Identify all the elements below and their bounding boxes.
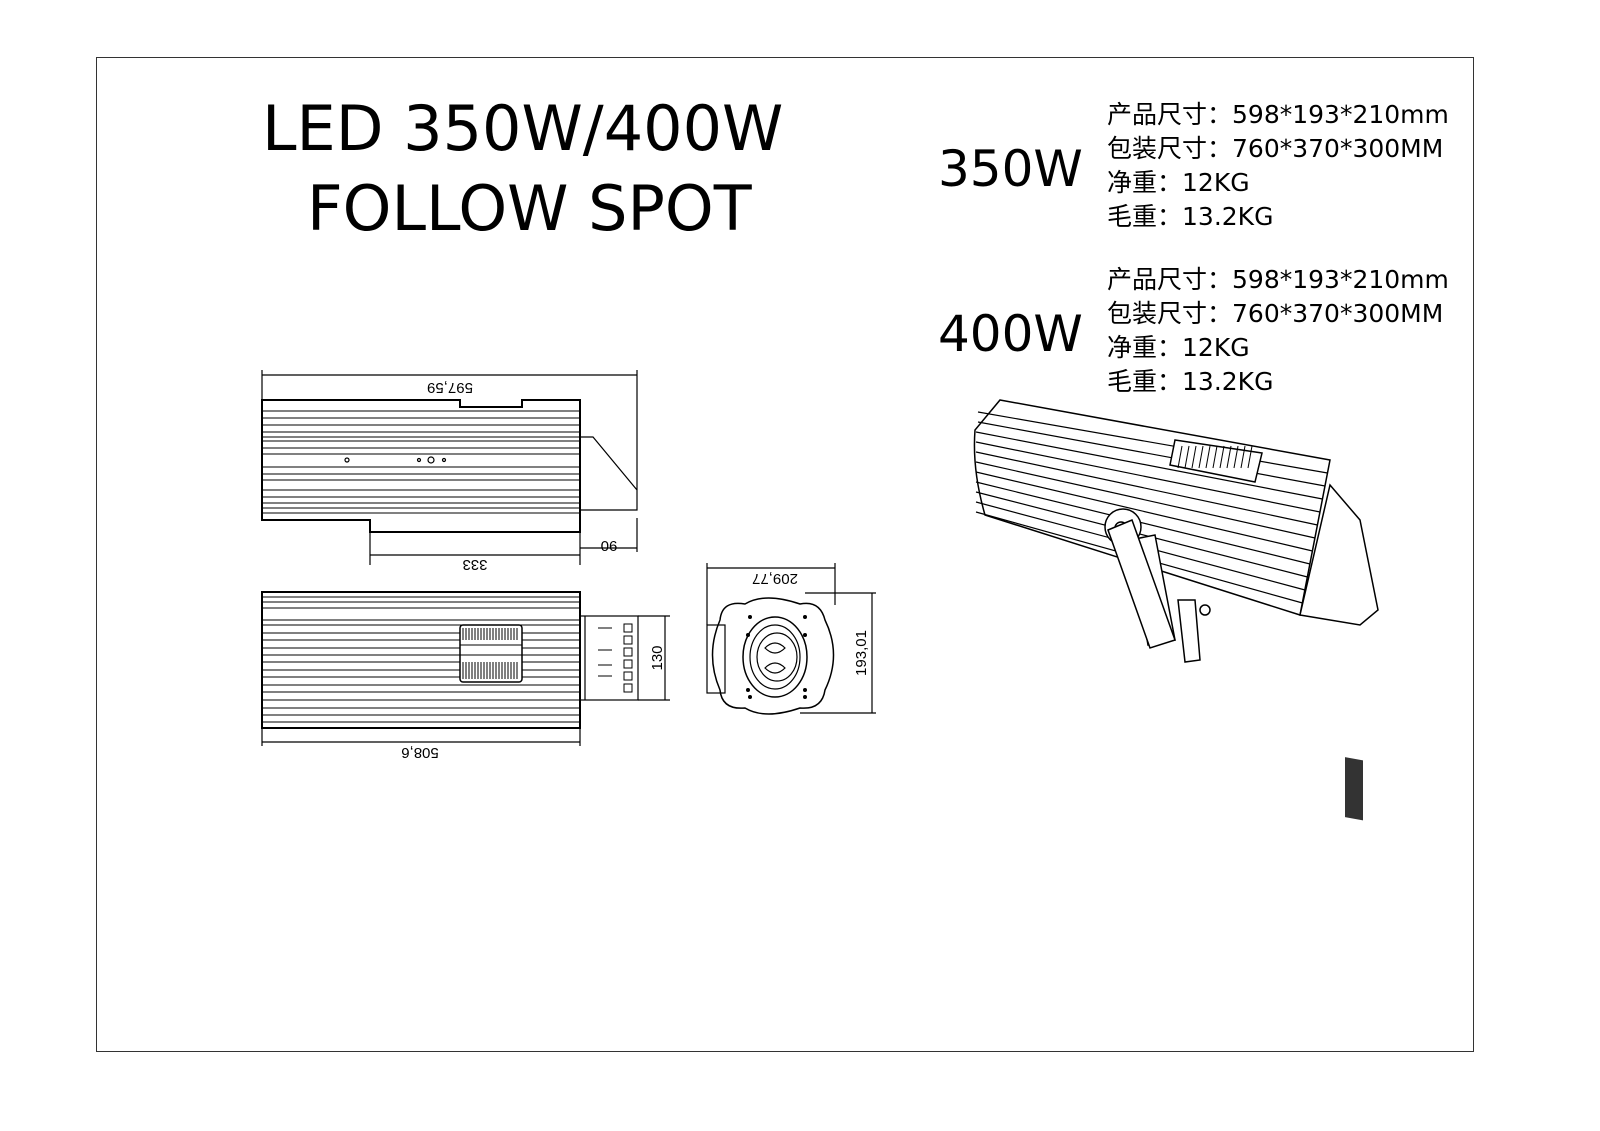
control-button [623, 671, 633, 681]
drawing-line [975, 471, 1313, 552]
drawing-line [1233, 445, 1239, 469]
spec-package-size: 包装尺寸：760*370*300MM [1107, 297, 1449, 331]
drawing-frame [96, 57, 1474, 1052]
drawing-line [975, 491, 1308, 578]
title-line-2: FOLLOW SPOT [307, 172, 752, 245]
spec-value: 12KG [1182, 333, 1250, 362]
dim-body-length: 508,6 [401, 744, 439, 761]
model-400w-label: 400W [938, 305, 1083, 363]
spec-label: 毛重： [1107, 367, 1183, 396]
drawing-line [975, 451, 1318, 526]
spec-value: 598*193*210mm [1232, 100, 1449, 129]
spec-value: 13.2KG [1182, 202, 1274, 231]
spec-product-size: 产品尺寸：598*193*210mm [1107, 98, 1449, 132]
drawing-line [1226, 445, 1232, 469]
spec-value: 12KG [1182, 168, 1250, 197]
spec-value: 13.2KG [1182, 367, 1274, 396]
dim-lower-length: 333 [462, 556, 487, 573]
spec-block-400w: 产品尺寸：598*193*210mm 包装尺寸：760*370*300MM 净重… [1107, 263, 1449, 399]
follow-spot-perspective-illustration [973, 399, 1379, 821]
side-view-drawing [261, 370, 638, 565]
drawing-line [977, 421, 1326, 487]
front-view-drawing [706, 563, 876, 715]
spec-value: 760*370*300MM [1232, 134, 1444, 163]
drawing-line [975, 481, 1311, 565]
drawing-line [1219, 445, 1225, 469]
spec-label: 净重： [1107, 168, 1183, 197]
drawing-line [977, 411, 1328, 474]
drawing-line [1198, 445, 1204, 469]
spec-value: 598*193*210mm [1232, 265, 1449, 294]
top-view-drawing [261, 591, 670, 746]
title-line-1: LED 350W/400W [262, 92, 784, 165]
drawing-line [975, 461, 1316, 539]
spec-net-weight: 净重：12KG [1107, 331, 1449, 365]
drawing-line [1177, 445, 1183, 469]
drawing-line [1205, 445, 1211, 469]
drawing-line [975, 431, 1323, 500]
drawing-line [1212, 445, 1218, 469]
spec-label: 毛重： [1107, 202, 1183, 231]
dim-tail-length: 90 [601, 537, 618, 554]
dim-overall-length: 597,59 [427, 379, 473, 396]
drawing-line [1184, 445, 1190, 469]
control-button [623, 623, 633, 633]
model-350w-label: 350W [938, 140, 1083, 198]
dim-panel-height: 130 [649, 645, 666, 670]
spec-label: 产品尺寸： [1107, 100, 1233, 129]
spec-label: 包装尺寸： [1107, 134, 1233, 163]
spec-gross-weight: 毛重：13.2KG [1107, 365, 1449, 399]
spec-label: 净重： [1107, 333, 1183, 362]
drawing-line [975, 441, 1321, 513]
spec-label: 包装尺寸： [1107, 299, 1233, 328]
drawing-line [1191, 445, 1197, 469]
spec-net-weight: 净重：12KG [1107, 166, 1449, 200]
spec-package-size: 包装尺寸：760*370*300MM [1107, 132, 1449, 166]
control-button [623, 635, 633, 645]
spec-product-size: 产品尺寸：598*193*210mm [1107, 263, 1449, 297]
spec-value: 760*370*300MM [1232, 299, 1444, 328]
drawing-line [1240, 445, 1246, 469]
control-button [623, 659, 633, 669]
spec-gross-weight: 毛重：13.2KG [1107, 200, 1449, 234]
dim-front-width: 209,77 [752, 570, 798, 587]
spec-label: 产品尺寸： [1107, 265, 1233, 294]
drawing-line [1247, 445, 1253, 469]
spec-block-350w: 产品尺寸：598*193*210mm 包装尺寸：760*370*300MM 净重… [1107, 98, 1449, 234]
control-button [623, 647, 633, 657]
dim-front-height: 193,01 [853, 630, 870, 676]
control-button [623, 683, 633, 693]
